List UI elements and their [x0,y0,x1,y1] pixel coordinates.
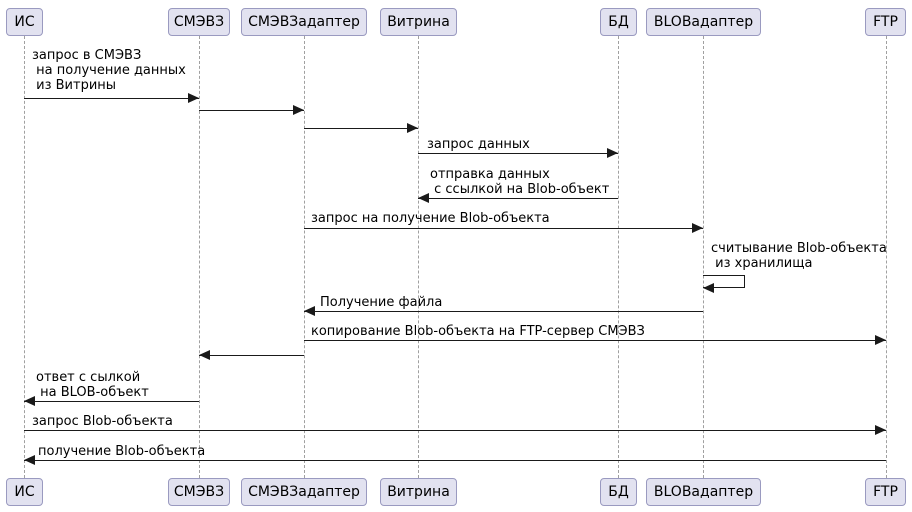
header-participant-blobadapt[interactable]: BLOBадаптер [646,8,761,36]
participant-label: ИС [14,14,35,30]
lifeline-ftp [886,36,887,478]
footer-participant-is[interactable]: ИС [6,478,43,506]
lifeline-vitrina [418,36,419,478]
lifeline-bd [618,36,619,478]
footer-participant-ftp[interactable]: FTP [865,478,906,506]
header-participant-is[interactable]: ИС [6,8,43,36]
arrow-head-m2 [293,105,304,115]
participant-label: СМЭВЗадаптер [248,484,360,500]
arrow-head-m6 [692,223,703,233]
message-label-m6: запрос на получение Blob-объекта [311,211,550,226]
message-label-m4: запрос данных [427,137,530,152]
message-line-m10 [24,401,199,402]
participant-label: БД [608,484,629,500]
message-line-m2 [199,110,304,111]
self-message-label-s1: считывание Blob-объекта из хранилища [711,241,887,271]
message-line-m9 [199,355,304,356]
message-line-m11 [24,430,886,431]
participant-label: СМЭВЗ [173,14,225,30]
message-label-m11: запрос Blob-объекта [32,414,173,429]
lifeline-smev3 [199,36,200,478]
header-participant-smev3[interactable]: СМЭВЗ [168,8,230,36]
participant-label: BLOBадаптер [653,484,754,500]
header-participant-bd[interactable]: БД [600,8,637,36]
participant-label: FTP [873,14,898,30]
message-label-m5: отправка данных с ссылкой на Blob-объект [430,167,610,197]
message-label-m10: ответ с сылкой на BLOB-объект [36,370,149,400]
self-message-loop-s1 [703,275,745,288]
header-participant-vitrina[interactable]: Витрина [380,8,457,36]
header-participant-ftp[interactable]: FTP [865,8,906,36]
message-line-m6 [304,228,703,229]
message-line-m8 [304,340,886,341]
message-line-m12 [24,460,886,461]
participant-label: BLOBадаптер [653,14,754,30]
participant-label: ИС [14,484,35,500]
message-label-m1: запрос в СМЭВЗ на получение данных из Ви… [32,48,186,93]
arrow-head-m12 [24,455,35,465]
arrow-head-m5 [418,193,429,203]
message-line-m3 [304,128,418,129]
participant-label: FTP [873,484,898,500]
message-label-m12: получение Blob-объекта [38,444,206,459]
message-label-m8: копирование Blob-объекта на FTP-сервер С… [311,324,645,339]
lifeline-is [24,36,25,478]
footer-participant-blobadapt[interactable]: BLOBадаптер [646,478,761,506]
participant-label: БД [608,14,629,30]
participant-label: Витрина [387,14,450,30]
participant-label: СМЭВЗ [173,484,225,500]
arrow-head-m11 [875,425,886,435]
lifeline-smev3adapt [304,36,305,478]
footer-participant-smev3adapt[interactable]: СМЭВЗадаптер [241,478,367,506]
participant-label: СМЭВЗадаптер [248,14,360,30]
self-arrow-head-s1 [703,283,714,293]
arrow-head-m8 [875,335,886,345]
arrow-head-m10 [24,396,35,406]
arrow-head-m9 [199,350,210,360]
message-line-m7 [304,311,703,312]
message-line-m4 [418,153,618,154]
lifeline-blobadapt [703,36,704,478]
footer-participant-smev3[interactable]: СМЭВЗ [168,478,230,506]
arrow-head-m7 [304,306,315,316]
participant-label: Витрина [387,484,450,500]
footer-participant-vitrina[interactable]: Витрина [380,478,457,506]
arrow-head-m1 [188,93,199,103]
message-line-m5 [418,198,618,199]
message-line-m1 [24,98,199,99]
arrow-head-m3 [407,123,418,133]
message-label-m7: Получение файла [320,295,443,310]
footer-participant-bd[interactable]: БД [600,478,637,506]
arrow-head-m4 [607,148,618,158]
header-participant-smev3adapt[interactable]: СМЭВЗадаптер [241,8,367,36]
